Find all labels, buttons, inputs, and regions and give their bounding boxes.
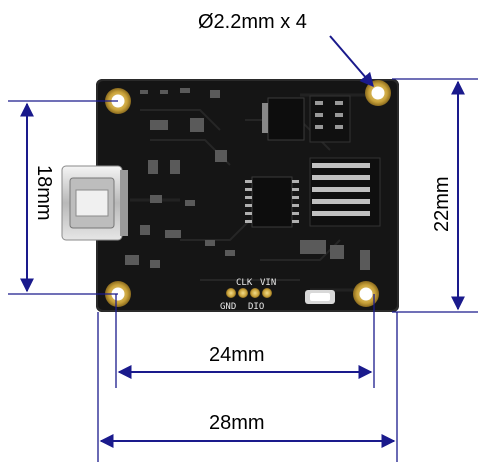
header-pin-row (309, 157, 381, 227)
mounting-hole-bottom-right (353, 281, 379, 307)
pin-label-vin: VIN (260, 278, 276, 288)
dimension-width-outer (97, 312, 398, 462)
width-inner-label: 24mm (209, 344, 265, 366)
transistor-array (309, 95, 351, 143)
dimension-height-left (8, 100, 118, 295)
regulator-chip (262, 97, 305, 141)
hole-diameter-label: Ø2.2mm x 4 (198, 11, 307, 33)
main-ic-chip (245, 176, 299, 228)
height-right-label: 22mm (431, 176, 453, 232)
width-outer-label: 28mm (209, 412, 265, 434)
micro-usb-connector (61, 165, 128, 241)
smd-components (125, 88, 370, 270)
height-left-label: 18mm (33, 165, 55, 221)
dimension-width-inner (115, 294, 375, 388)
hole-leader-line (329, 35, 374, 88)
mounting-hole-top-right (365, 80, 391, 106)
led-component (305, 290, 335, 304)
pin-label-clk: CLK (236, 278, 253, 288)
dimension-height-right (392, 78, 478, 313)
pin-pads (226, 288, 272, 298)
pin-label-dio: DIO (248, 302, 264, 312)
pin-label-gnd: GND (220, 302, 236, 312)
